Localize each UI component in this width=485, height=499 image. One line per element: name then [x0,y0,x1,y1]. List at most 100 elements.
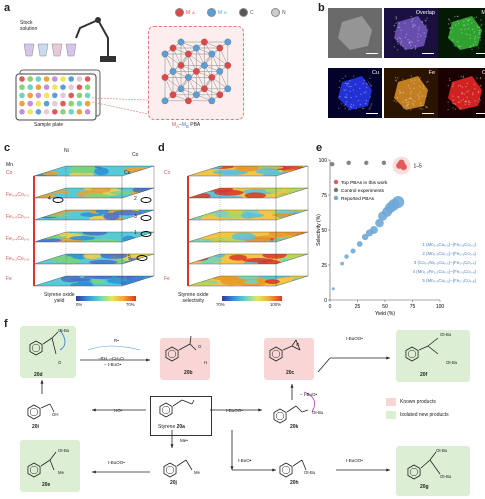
atom-dot [175,8,184,17]
sub-20b-o: O [198,344,201,349]
speckle [480,37,481,38]
sub-20c-o: O [296,342,299,347]
speckle [465,18,466,19]
layer-patch [83,253,101,259]
speckle [345,104,346,105]
speckle [400,30,401,31]
legend-label: Control experiments [341,188,385,194]
y-tick-label: 50 [321,228,327,234]
speckle [462,86,463,87]
speckle [412,100,413,101]
label-20c: 20c [286,370,294,376]
speckle [418,79,419,80]
arrow-head [386,468,390,471]
speckle [406,105,407,106]
layer-patch [49,164,61,169]
speckle [419,92,420,93]
speckle [410,91,411,92]
speckle [425,106,426,107]
speckle [465,103,466,104]
speckle [395,80,396,81]
plate-well [52,93,58,99]
scheme-line [173,400,182,406]
yield-colorbar [76,296,136,301]
plate-well [36,109,42,115]
yield-cb-min: 0% [76,302,82,307]
speckle [399,26,400,27]
benzene-ring [274,409,286,423]
plate-well [36,76,42,82]
atom-legend: MAMBCN [175,8,315,22]
highlight-ring [53,198,63,203]
speckle [457,16,458,17]
scheme-line [41,404,50,408]
speckle [467,24,468,25]
sub-20e-otbu: Ot-Bu [58,448,69,453]
speckle [475,41,476,42]
lattice-atom [185,98,191,104]
plate-well [36,101,42,107]
speckle [452,95,453,96]
speckle [398,27,399,28]
speckle [365,91,366,92]
plate-well [77,109,83,115]
speckle [450,22,451,23]
speckle [400,44,401,45]
plate-well [19,109,25,115]
layer-patch [259,275,290,278]
speckle [410,93,411,94]
speckle [395,77,396,78]
speckle [353,89,354,90]
stack-layer [187,209,309,220]
speckle [419,108,420,109]
label-20g: 20g [420,484,429,490]
speckle [351,107,352,108]
layer-patch [90,280,105,284]
speckle [449,28,450,29]
plate-well [27,93,33,99]
plate-well [19,76,25,82]
layer-patch [91,186,111,193]
scatter-point [340,262,344,266]
speckle [411,75,412,76]
arrow-head [92,470,96,473]
speckle [413,104,414,105]
layer-patch [94,168,108,176]
layer-patch [245,192,266,198]
scatter-point [344,254,348,258]
layer-patch [116,274,134,278]
layer-patch [125,280,156,286]
scale-bar [476,113,485,114]
speckle [425,24,426,25]
speckle [448,85,449,86]
arrow-head [386,356,390,359]
layer-patch [95,206,109,214]
plate-well [60,76,66,82]
speckle [451,31,452,32]
speckle [447,101,448,102]
speckle [360,104,361,105]
speckle [477,26,478,27]
speckle [402,92,403,93]
scatter-point [364,161,368,165]
speckle [408,98,409,99]
speckle [468,104,469,105]
stack-layer [188,186,311,201]
plate-well [52,84,58,90]
lattice-atom [217,92,223,98]
stack-layer [30,164,158,179]
speckle [356,96,357,97]
speckle [406,34,407,35]
lattice-atom [162,51,168,57]
speckle [458,23,459,24]
speckle [366,83,367,84]
arrow-tbuo: t-BuO• [238,458,251,463]
scatter-point [330,162,334,166]
atom-legend-item: MA [175,8,195,17]
layer-patch [124,261,139,266]
speckle [348,109,349,110]
plate-well [60,84,66,90]
benzene-ring [270,347,282,361]
speckle [479,100,480,101]
lattice-atom [209,74,215,80]
